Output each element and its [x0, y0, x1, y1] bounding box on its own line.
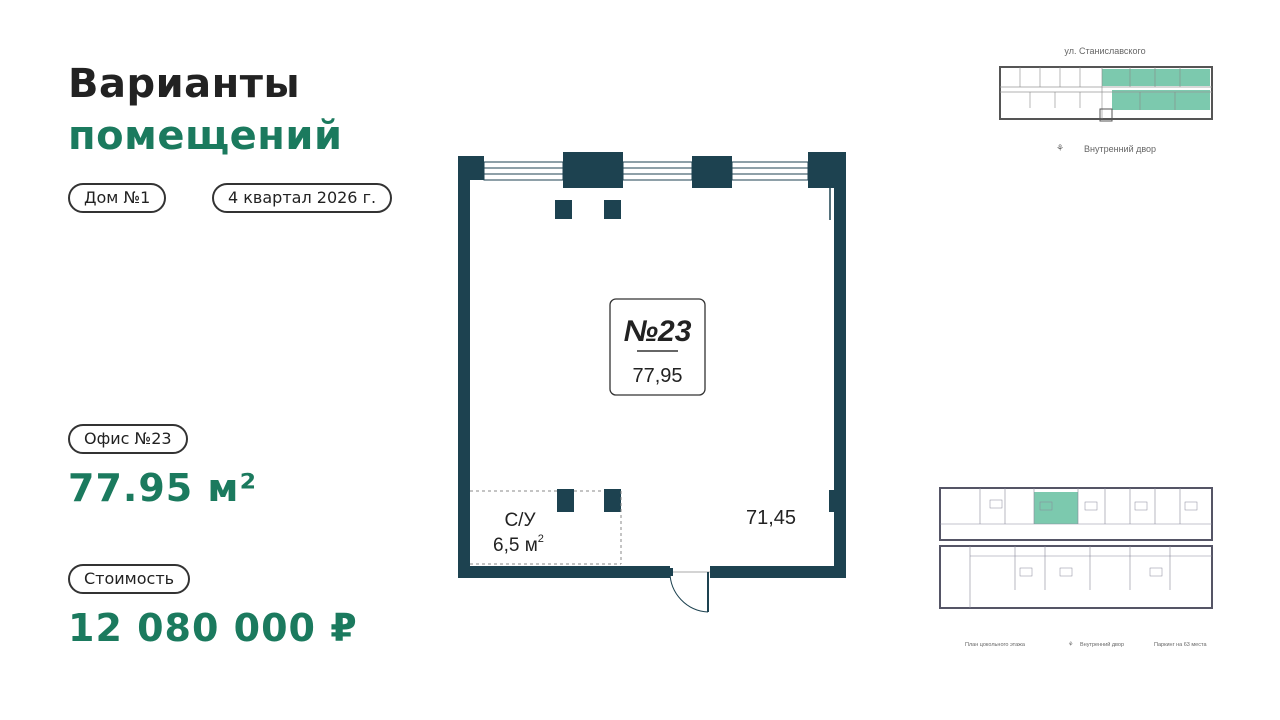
- yard-label: Внутренний двор: [1084, 144, 1156, 154]
- bathroom-label: С/У: [504, 510, 536, 531]
- pillar-2: [604, 200, 621, 219]
- main-room-area: 71,45: [746, 507, 796, 529]
- highlight-zone-upper: [1102, 69, 1210, 86]
- pillar-1: [555, 200, 572, 219]
- column-top-1: [563, 152, 623, 188]
- wall-bottom-right: [710, 566, 846, 578]
- pillar-4: [604, 489, 621, 512]
- door-icon: [669, 568, 710, 613]
- completion-badge: 4 квартал 2026 г.: [212, 183, 393, 213]
- plan-windows: [483, 161, 831, 220]
- yard-icon: ⚘: [1056, 143, 1064, 153]
- column-top-2: [692, 156, 732, 188]
- parking-label: Паркинг на 63 места: [1154, 642, 1207, 648]
- page-title: Варианты помещений: [68, 58, 342, 162]
- wall-right: [834, 152, 846, 578]
- yard-label-bottom: Внутренний двор: [1080, 641, 1124, 648]
- unit-area: 77,95: [632, 365, 682, 387]
- yard-icon-bottom: ⚘: [1068, 641, 1073, 648]
- highlight-zone-lower: [1112, 90, 1210, 110]
- bathroom-area: 6,5 м2: [493, 533, 544, 556]
- price-label: Стоимость: [68, 564, 191, 594]
- window-2: [622, 161, 693, 181]
- plan-walls: [458, 152, 846, 578]
- house-badge: Дом №1: [68, 183, 167, 213]
- unit-label-box: [609, 298, 706, 396]
- site-plan-bottom: План цокольного этажа ⚘ Внутренний двор …: [939, 487, 1213, 648]
- wall-bottom-left: [458, 566, 670, 578]
- page-title-line1: Варианты: [68, 61, 301, 107]
- pillar-3: [557, 489, 574, 512]
- office-label: Офис №23: [68, 424, 188, 454]
- floor-caption: План цокольного этажа: [965, 642, 1026, 648]
- page-title-line2: помещений: [68, 113, 343, 159]
- highlight-office: [1034, 492, 1078, 524]
- street-label: ул. Станиславского: [1064, 46, 1145, 56]
- site-plan-top: ул. Станиславского ⚘ Внутренний двор: [999, 46, 1213, 154]
- wall-corner-top-right: [808, 152, 846, 188]
- unit-number: №23: [624, 315, 692, 348]
- bathroom-outline: [470, 490, 622, 565]
- price-value: 12 080 000 ₽: [68, 606, 358, 650]
- wall-left: [458, 156, 470, 578]
- window-3: [731, 161, 809, 181]
- window-1: [483, 161, 564, 181]
- wall-stub: [829, 490, 834, 512]
- office-area: 77.95 м²: [68, 466, 258, 510]
